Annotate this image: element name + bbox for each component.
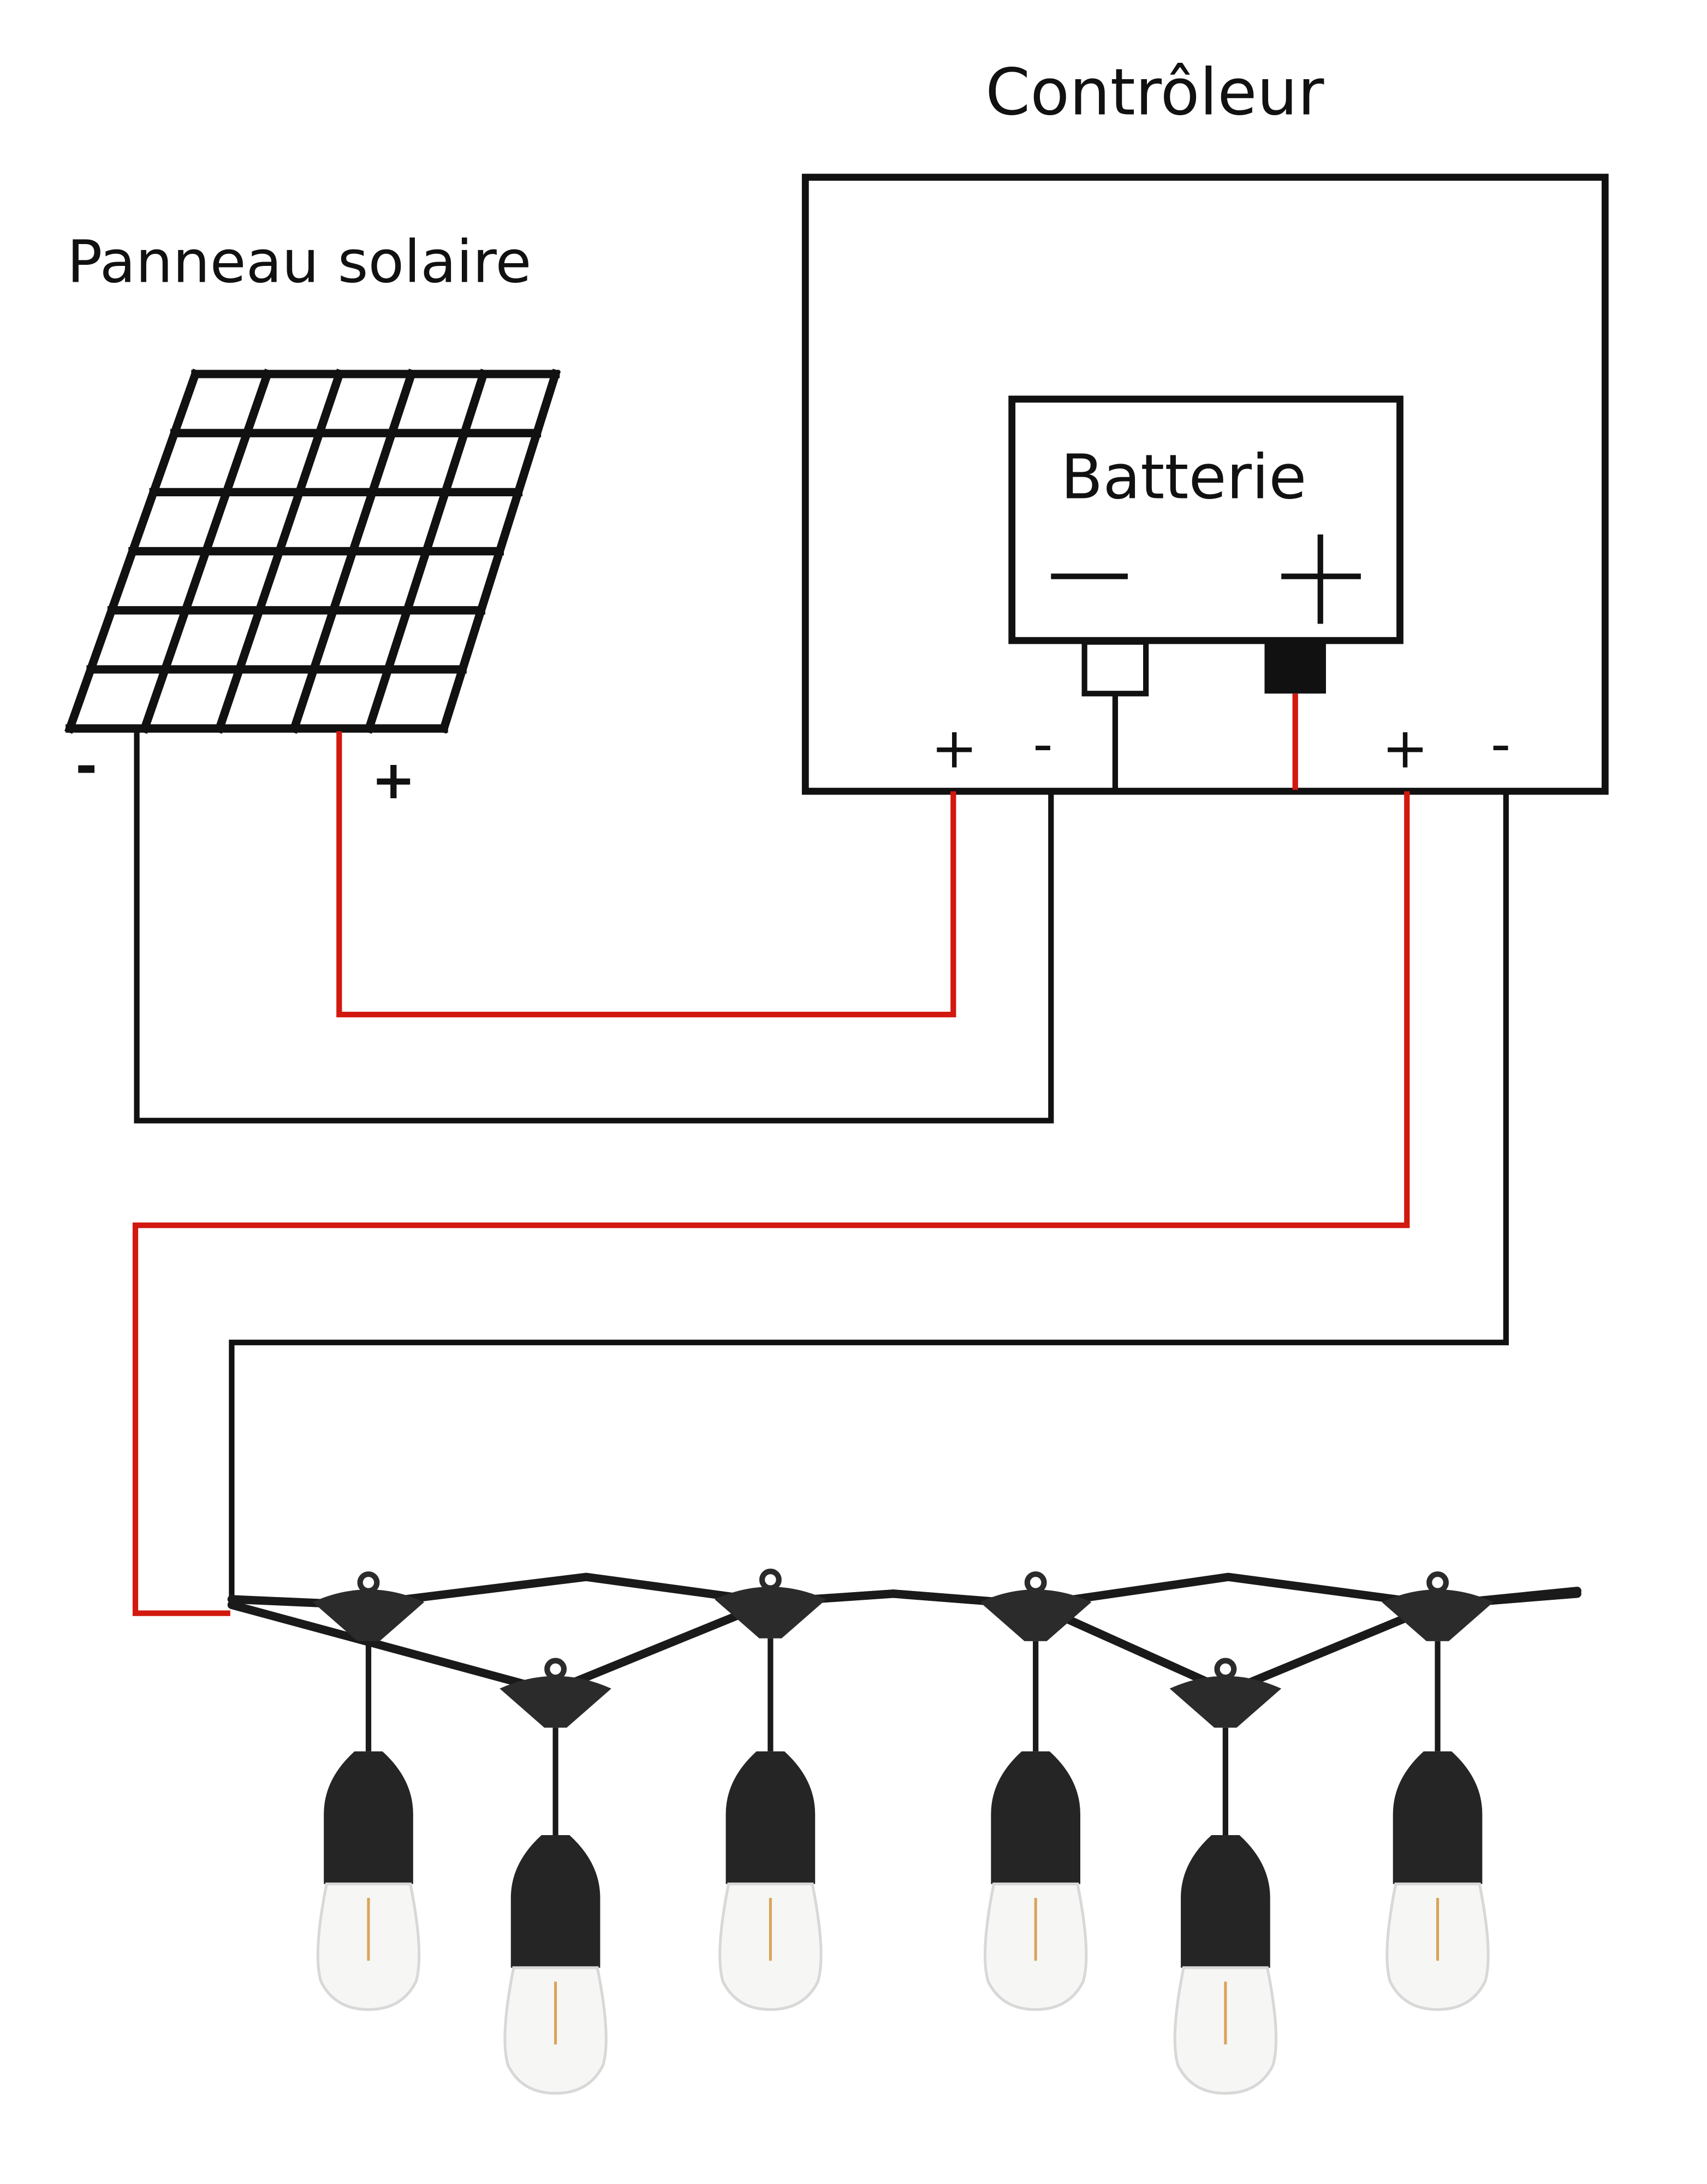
controller-title: Contrôleur (985, 55, 1324, 130)
light-junction-icon (715, 1587, 826, 1639)
bulb-socket-icon (1393, 1751, 1483, 1884)
light-hook-icon (1024, 1571, 1047, 1594)
light-hook-icon (1214, 1658, 1237, 1681)
light-junction-icon (1382, 1589, 1494, 1641)
solar-negative-wire (134, 731, 1054, 1124)
panel-grid-col-line (364, 369, 489, 734)
panel-grid-col-line (438, 369, 561, 734)
battery-box (1008, 395, 1403, 644)
panel-plus-label: + (371, 749, 415, 811)
bulb-socket-icon (991, 1751, 1080, 1884)
solar-panel-icon (64, 369, 561, 734)
string-lights (227, 1568, 1581, 2095)
load-negative-wire (229, 791, 1509, 1600)
light-hook-icon (544, 1658, 567, 1681)
light-junction-icon (979, 1589, 1092, 1641)
light-junction-icon (499, 1676, 611, 1728)
panel-minus-label: - (75, 735, 97, 797)
controller-solar-minus-label: - (1033, 712, 1053, 777)
light-cable-lower (227, 1589, 1581, 1696)
light-hook-icon (357, 1571, 380, 1594)
bulb-socket-icon (324, 1751, 413, 1884)
panel-grid-col-line (64, 369, 201, 734)
light-junction-icon (1169, 1676, 1282, 1728)
panel-grid-col-line (289, 369, 417, 734)
bulb-socket-icon (1181, 1835, 1270, 1968)
panel-grid-col-line (139, 369, 273, 734)
load-positive-wire (132, 791, 1410, 1616)
battery-negative-terminal (1081, 639, 1149, 697)
panel-grid-col-line (214, 369, 345, 734)
light-hook-icon (1426, 1571, 1449, 1594)
light-junction-icon (312, 1589, 425, 1641)
battery-plus-symbol (1281, 534, 1361, 624)
solar-panel-title: Panneau solaire (67, 228, 532, 296)
controller-load-plus-label: + (1382, 716, 1429, 781)
bulb-socket-icon (510, 1835, 600, 1968)
light-hook-icon (759, 1568, 782, 1591)
solar-positive-wire (336, 731, 956, 1018)
battery-positive-terminal (1264, 642, 1326, 694)
battery-label: Batterie (1061, 441, 1306, 513)
controller-load-minus-label: - (1491, 712, 1511, 777)
bulb-socket-icon (725, 1751, 816, 1884)
controller-solar-plus-label: + (931, 716, 978, 781)
